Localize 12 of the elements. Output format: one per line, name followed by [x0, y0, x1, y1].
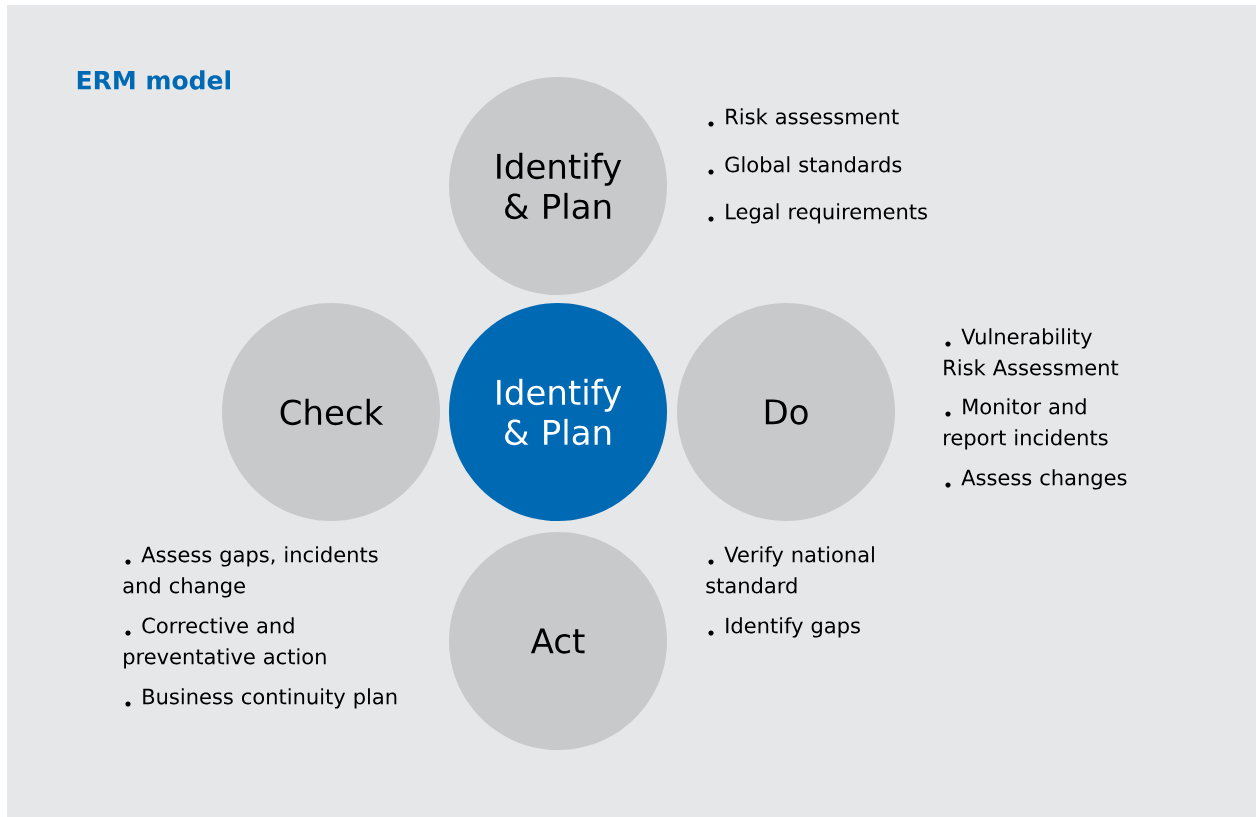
bullet-text: Identify gaps: [708, 617, 860, 638]
bullet-text: Monitor and report incidents: [944, 398, 1108, 450]
bullet-text: Assess gaps, incidents and change: [123, 546, 378, 598]
bullet-text: Corrective and preventative action: [124, 617, 326, 669]
bullet-text: Risk assessment: [708, 108, 899, 127]
bullet-text: Business continuity plan: [125, 688, 397, 709]
bullet-text: Assess changes: [945, 469, 1127, 490]
bullet-text: Vulnerability Risk Assessment: [944, 328, 1119, 376]
bullet-text: Legal requirements: [708, 203, 927, 224]
bullet-text: Global standards: [708, 156, 902, 175]
title: ERM model: [77, 70, 230, 90]
bullet-text: Verify national standard: [706, 546, 874, 594]
